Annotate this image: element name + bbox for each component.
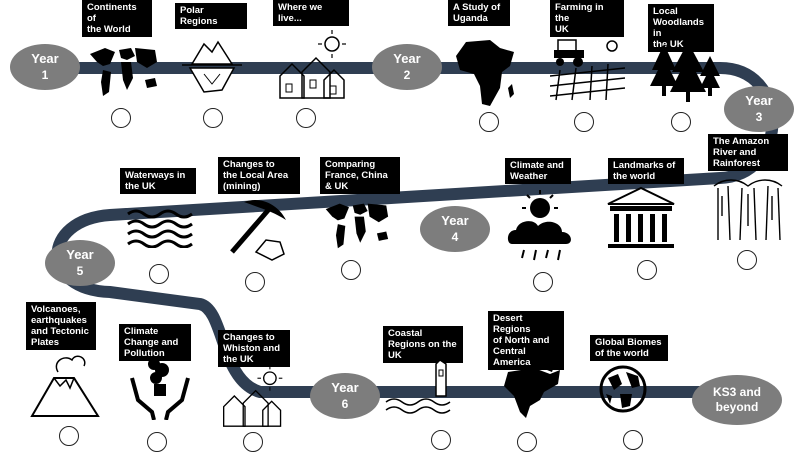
settlement-badge-icon bbox=[245, 272, 265, 292]
houses-sun-icon bbox=[223, 365, 283, 427]
year-4-node: Year 4 bbox=[420, 206, 490, 252]
topic-label: Waterways in the UK bbox=[120, 168, 196, 194]
topic-label: Coastal Regions on the UK bbox=[383, 326, 463, 363]
topic-label: Comparing France, China & UK bbox=[320, 157, 400, 194]
year-2-node: Year 2 bbox=[372, 44, 442, 90]
city-badge-icon bbox=[296, 108, 316, 128]
globe-icon bbox=[599, 365, 647, 413]
year-word: Year bbox=[31, 51, 59, 66]
city-badge-icon bbox=[149, 264, 169, 284]
year-number: 1 bbox=[41, 68, 49, 82]
lighthouse-waves-icon bbox=[385, 359, 451, 414]
year-number: 3 bbox=[755, 110, 763, 124]
temple-icon bbox=[607, 186, 675, 248]
topic-label: Continents of the World bbox=[82, 0, 152, 37]
geography-badge-icon bbox=[341, 260, 361, 280]
topic-label: Changes to Whiston and the UK bbox=[218, 330, 290, 367]
geography-badge-icon bbox=[111, 108, 131, 128]
rainforest-icon bbox=[713, 179, 783, 241]
city-badge-icon bbox=[671, 112, 691, 132]
pine-trees-icon bbox=[650, 42, 720, 102]
year-number: 4 bbox=[451, 230, 459, 244]
year-3-node: Year 3 bbox=[724, 86, 794, 132]
topic-label: Local Woodlands in the UK bbox=[648, 4, 714, 52]
rain-cloud-sun-icon bbox=[507, 190, 571, 261]
settlement-badge-icon bbox=[533, 272, 553, 292]
topic-label: Farming in the UK bbox=[550, 0, 624, 37]
year-6-node: Year 6 bbox=[310, 373, 380, 419]
topic-label: Global Biomes of the world bbox=[590, 335, 668, 361]
geography-badge-icon bbox=[479, 112, 499, 132]
topic-label: Volcanoes, earthquakes and Tectonic Plat… bbox=[26, 302, 96, 350]
geography-badge-icon bbox=[59, 426, 79, 446]
ks3-end-node: KS3 and beyond bbox=[692, 375, 782, 425]
houses-sun-icon bbox=[279, 30, 346, 99]
year-word: Year bbox=[745, 93, 773, 108]
topic-label: A Study of Uganda bbox=[448, 0, 510, 26]
waves-icon bbox=[127, 209, 193, 248]
city-badge-icon bbox=[243, 432, 263, 452]
settlement-badge-icon bbox=[623, 430, 643, 450]
world-map-icon bbox=[325, 203, 389, 249]
north-america-map-icon bbox=[504, 366, 560, 418]
year-word: Year bbox=[66, 247, 94, 262]
city-badge-icon bbox=[737, 250, 757, 270]
topic-label: Changes to the Local Area (mining) bbox=[218, 157, 300, 194]
settlement-badge-icon bbox=[147, 432, 167, 452]
year-number: 5 bbox=[76, 264, 84, 278]
hands-smoke-icon bbox=[130, 358, 190, 420]
year-5-node: Year 5 bbox=[45, 240, 115, 286]
year-number: 6 bbox=[341, 397, 349, 411]
africa-map-icon bbox=[456, 40, 514, 106]
tractor-field-icon bbox=[550, 39, 625, 101]
settlement-badge-icon bbox=[203, 108, 223, 128]
world-map-icon bbox=[90, 48, 157, 96]
topic-label: Landmarks of the world bbox=[608, 158, 684, 184]
topic-label: Polar Regions bbox=[175, 3, 247, 29]
year-word: Year bbox=[393, 51, 421, 66]
year-word: Year bbox=[441, 213, 469, 228]
volcano-icon bbox=[30, 355, 100, 417]
geography-badge-icon bbox=[637, 260, 657, 280]
year-word: Year bbox=[331, 380, 359, 395]
topic-label: Where we live... bbox=[273, 0, 349, 26]
year-number: 2 bbox=[403, 68, 411, 82]
iceberg-icon bbox=[182, 40, 242, 93]
topic-label: Climate Change and Pollution bbox=[119, 324, 191, 361]
pickaxe-icon bbox=[230, 200, 286, 261]
topic-label: Climate and Weather bbox=[505, 158, 571, 184]
topic-label: Desert Regions of North and Central Amer… bbox=[488, 311, 564, 370]
year-1-node: Year 1 bbox=[10, 44, 80, 90]
city-badge-icon bbox=[431, 430, 451, 450]
geography-badge-icon bbox=[517, 432, 537, 452]
topic-label: The Amazon River and Rainforest bbox=[708, 134, 788, 171]
settlement-badge-icon bbox=[574, 112, 594, 132]
